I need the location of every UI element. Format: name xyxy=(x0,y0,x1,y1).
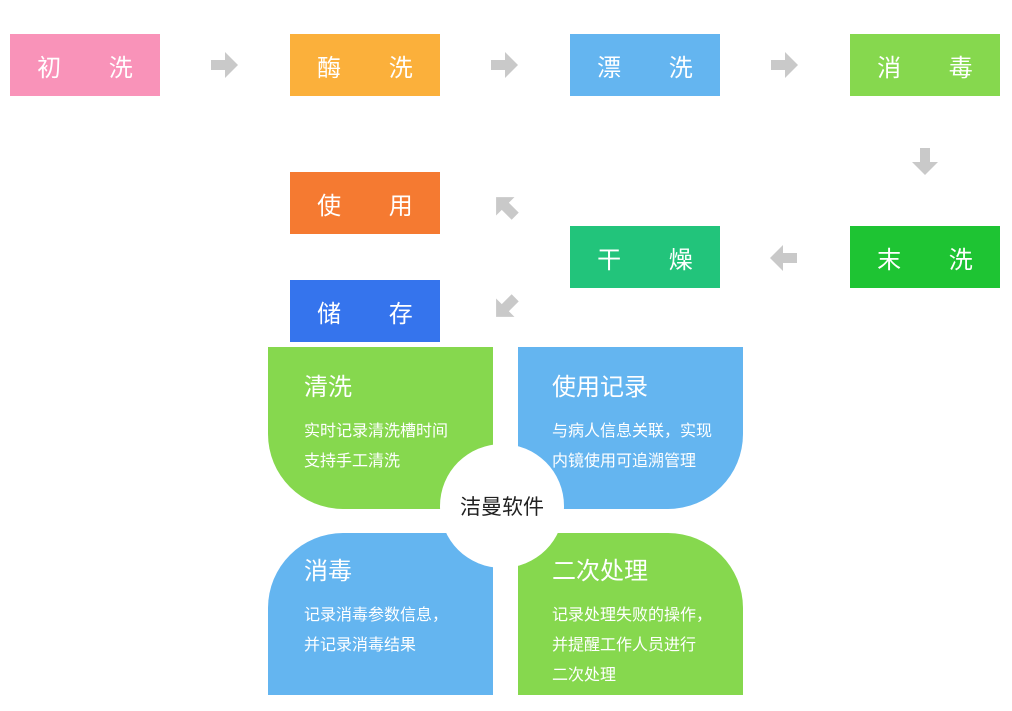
quadrant-text: 并提醒工作人员进行 xyxy=(552,635,697,654)
arrow-icon xyxy=(482,183,530,231)
quadrant-text: 记录处理失败的操作， xyxy=(552,605,713,624)
step-final-wash: 末 洗 xyxy=(850,226,1000,288)
quadrant-text: 与病人信息关联，实现 xyxy=(552,421,713,440)
quadrant-title: 二次处理 xyxy=(552,557,648,585)
quadrant-disinfect: 消毒 记录消毒参数信息， 并记录消毒结果 xyxy=(268,533,493,695)
arrow-icon xyxy=(482,283,530,331)
arrow-icon xyxy=(908,144,942,178)
step-rinse: 漂 洗 xyxy=(570,34,720,96)
arrow-icon xyxy=(767,241,801,275)
arrow-icon xyxy=(767,48,801,82)
quadrant-title: 清洗 xyxy=(304,373,352,401)
quadrant-title: 消毒 xyxy=(304,557,352,585)
step-storage: 储 存 xyxy=(290,280,440,342)
step-disinfect: 消 毒 xyxy=(850,34,1000,96)
step-initial-wash: 初 洗 xyxy=(10,34,160,96)
step-enzyme-wash: 酶 洗 xyxy=(290,34,440,96)
quadrant-text: 并记录消毒结果 xyxy=(304,635,417,654)
step-use: 使 用 xyxy=(290,172,440,234)
quadrant-text: 记录消毒参数信息， xyxy=(304,605,449,624)
quadrant-text: 支持手工清洗 xyxy=(304,451,401,470)
quadrant-title: 使用记录 xyxy=(552,373,648,401)
arrow-icon xyxy=(207,48,241,82)
arrow-icon xyxy=(487,48,521,82)
quadrant-wash: 清洗 实时记录清洗槽时间 支持手工清洗 xyxy=(268,347,493,509)
quadrant-text: 二次处理 xyxy=(552,665,617,684)
quadrant-text: 实时记录清洗槽时间 xyxy=(304,421,449,440)
step-dry: 干 燥 xyxy=(570,226,720,288)
quadrant-reprocess: 二次处理 记录处理失败的操作， 并提醒工作人员进行 二次处理 xyxy=(518,533,743,695)
quadrant-text: 内镜使用可追溯管理 xyxy=(552,451,697,470)
center-label: 洁曼软件 xyxy=(440,444,564,568)
